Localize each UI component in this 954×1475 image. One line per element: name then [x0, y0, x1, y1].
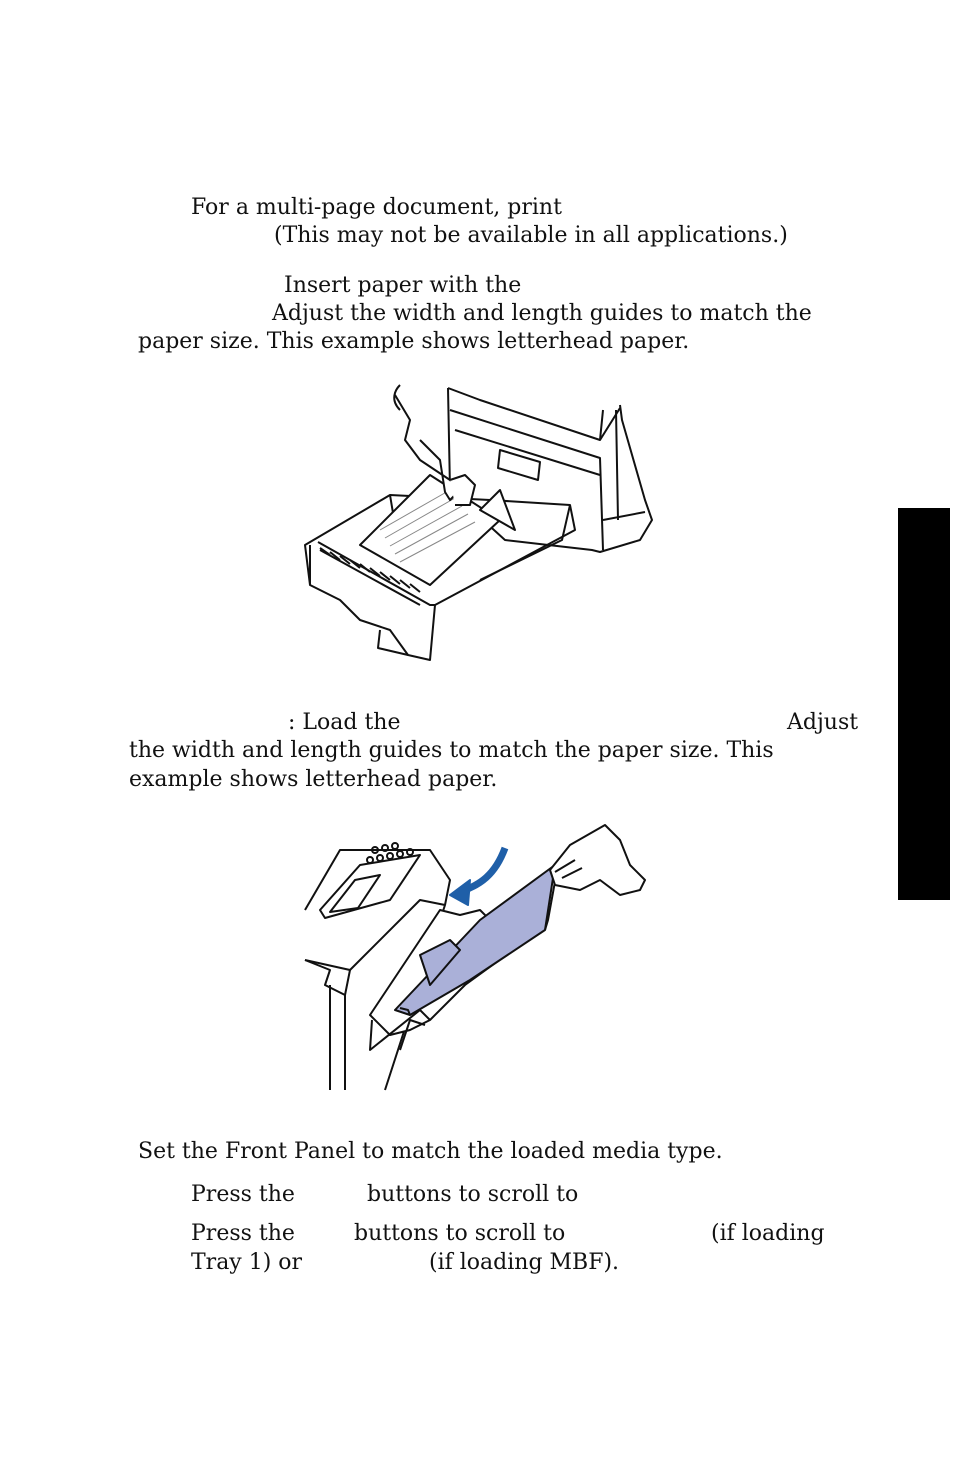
tray-loading-illustration [304, 384, 653, 661]
step-d-intro: Set the Front Panel to match the loaded … [138, 1139, 723, 1164]
mbf-loading-illustration [304, 824, 646, 1091]
step-b-line-2: Adjust the width and length guides to ma… [272, 301, 812, 326]
step-d-sub1-a: Press the [191, 1182, 295, 1207]
step-d-sub2-e: (if loading MBF). [429, 1250, 620, 1275]
step-c-line-2: the width and length guides to match the… [129, 738, 774, 763]
step-a-line-2: (This may not be available in all applic… [274, 223, 788, 248]
step-c-line-3: example shows letterhead paper. [129, 767, 498, 792]
step-d-sub2-d: Tray 1) or [191, 1250, 303, 1275]
step-b-line-1: Insert paper with the [284, 273, 522, 298]
step-c-line-1b: Adjust [787, 710, 859, 735]
step-c-line-1a: : Load the [288, 710, 401, 735]
step-b-line-3: paper size. This example shows letterhea… [138, 329, 690, 354]
step-d-sub2-a: Press the [191, 1221, 295, 1246]
step-a-line-1: For a multi-page document, print [191, 195, 562, 220]
chapter-thumb-tab [898, 508, 950, 900]
step-d-sub2-c: (if loading [711, 1221, 825, 1246]
step-d-sub1-b: buttons to scroll to [367, 1182, 579, 1207]
step-d-sub2-b: buttons to scroll to [354, 1221, 566, 1246]
